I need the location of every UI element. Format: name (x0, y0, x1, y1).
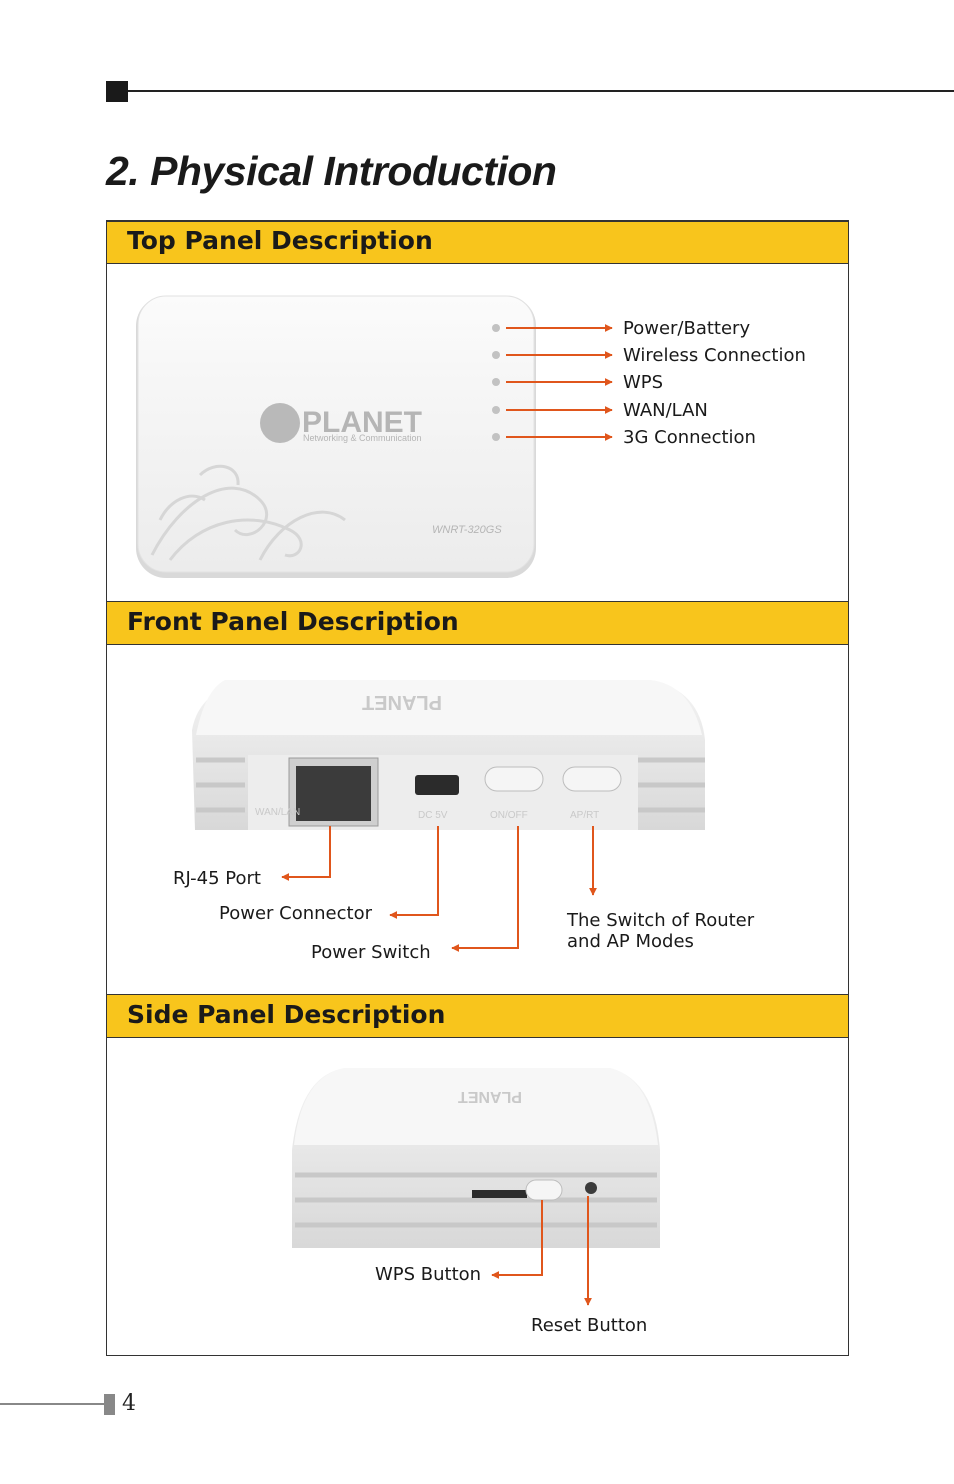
label-mode-switch-line1: The Switch of Router (567, 910, 755, 931)
sim-slot-icon (472, 1190, 527, 1198)
wps-button-icon (525, 1179, 563, 1201)
label-mode-switch-line2: and AP Modes (567, 931, 694, 952)
side-panel-header: Side Panel Description (107, 994, 848, 1038)
aprt-marking: AP/RT (570, 810, 599, 821)
side-device-image: PLANET (292, 1068, 660, 1306)
onoff-marking: ON/OFF (490, 810, 528, 821)
mode-switch-icon (562, 766, 622, 792)
3g-led-icon (492, 433, 500, 441)
label-wan-lan: WAN/LAN (623, 400, 708, 421)
brand-logo-text: PLANET (302, 406, 422, 439)
page-number: 4 (122, 1391, 136, 1416)
dc-marking: DC 5V (418, 810, 448, 821)
top-panel-header: Top Panel Description (107, 221, 848, 264)
label-power-switch: Power Switch (311, 942, 431, 963)
front-device-image: WAN/LAN DC 5V ON/OFF AP/RT PLANET (192, 680, 705, 952)
side-brand-logo: PLANET (458, 1088, 522, 1105)
front-panel-header: Front Panel Description (107, 601, 848, 645)
wan-lan-marking: WAN/LAN (255, 807, 300, 818)
rj45-port-icon (296, 766, 371, 821)
model-label: WNRT-320GS (432, 524, 502, 536)
wireless-led-icon (492, 351, 500, 359)
planet-logo-icon (260, 403, 300, 443)
wps-led-icon (492, 378, 500, 386)
power-led-icon (492, 324, 500, 332)
side-panel-heading: Side Panel Description (127, 1000, 446, 1029)
front-panel-heading: Front Panel Description (127, 607, 459, 636)
label-reset-button: Reset Button (531, 1315, 648, 1336)
front-arrows (281, 826, 597, 952)
label-power-battery: Power/Battery (623, 318, 751, 339)
footer-rule (0, 1403, 104, 1405)
led-icons (492, 324, 500, 441)
top-device-image: PLANET Networking & Communication WNRT-3… (136, 295, 613, 578)
power-switch-icon (484, 766, 544, 792)
label-3g-connection: 3G Connection (623, 427, 756, 448)
footer-marker (104, 1394, 115, 1415)
leaf-ornament (150, 464, 346, 561)
top-arrows (506, 324, 613, 441)
reset-hole-icon (585, 1182, 597, 1194)
label-rj45-port: RJ-45 Port (173, 868, 261, 889)
header-marker (106, 81, 128, 102)
header-rule (128, 90, 954, 92)
label-wps: WPS (623, 372, 664, 393)
label-wireless-connection: Wireless Connection (623, 345, 806, 366)
label-wps-button: WPS Button (375, 1264, 482, 1285)
page-title: 2. Physical Introduction (106, 148, 557, 194)
usb-port-icon (415, 775, 459, 795)
front-brand-logo: PLANET (362, 691, 442, 713)
brand-tagline: Networking & Communication (303, 433, 422, 443)
wan-led-icon (492, 406, 500, 414)
label-power-connector: Power Connector (219, 903, 372, 924)
top-panel-heading: Top Panel Description (127, 226, 433, 255)
side-arrows (491, 1196, 592, 1306)
panel-frame: Top Panel Description Front Panel Descri… (106, 220, 849, 1356)
side-vent-lines (295, 1172, 657, 1228)
vent-lines (196, 757, 705, 813)
